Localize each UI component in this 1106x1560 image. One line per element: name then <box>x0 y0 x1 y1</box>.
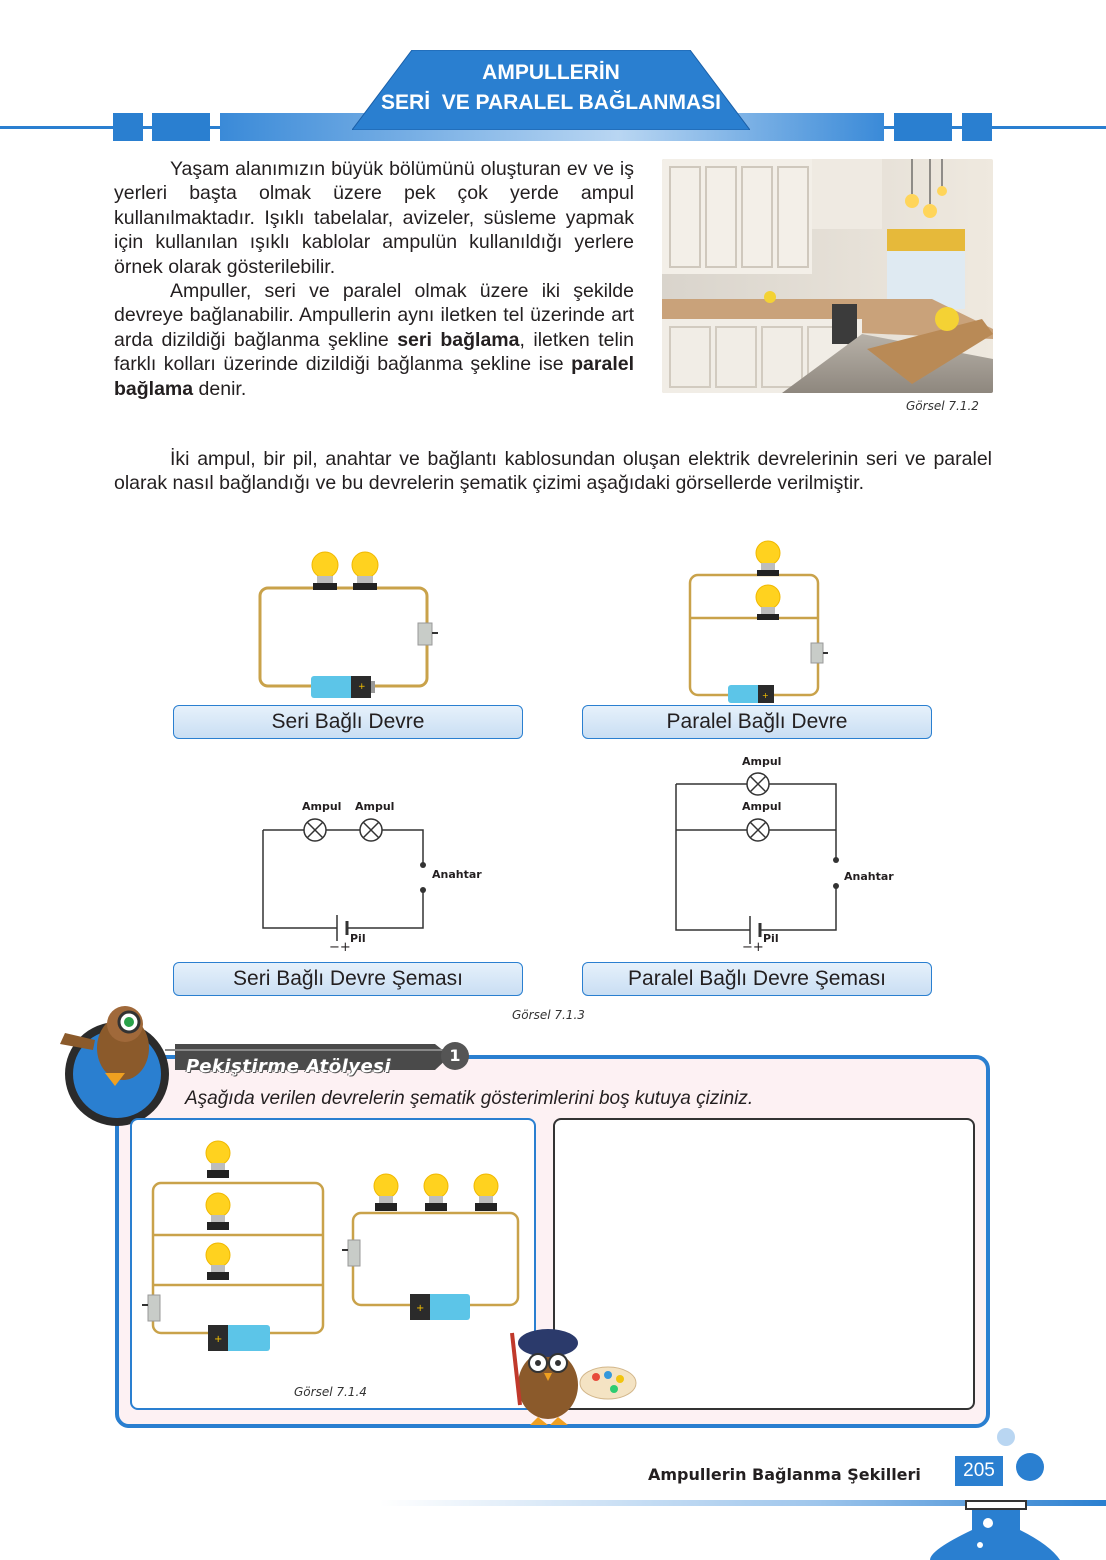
schema-label-anahtar: Anahtar <box>844 870 894 883</box>
page-title-line2: SERİ VE PARALEL BAĞLANMASI <box>381 91 721 114</box>
ampul-symbol <box>303 818 383 842</box>
workshop-banner <box>60 1006 450 1126</box>
schema-label-pil: Pil <box>350 932 366 945</box>
svg-text:+: + <box>214 1334 222 1345</box>
schema-label-ampul: Ampul <box>302 800 342 813</box>
flask-decoration-icon <box>930 1428 1060 1560</box>
schema-label-anahtar: Anahtar <box>432 868 482 881</box>
header-block <box>894 113 952 141</box>
workshop-parallel-circuit: + <box>142 1140 325 1351</box>
schema-polarity: −+ <box>329 940 351 955</box>
header-block <box>962 113 992 141</box>
kitchen-photo <box>662 159 993 393</box>
label-series-circuit: Seri Bağlı Devre <box>173 705 523 739</box>
series-schematic <box>262 818 426 941</box>
workshop-series-circuit: + <box>342 1173 520 1320</box>
page-title-line1: AMPULLERİN <box>482 61 620 84</box>
label-parallel-schema: Paralel Bağlı Devre Şeması <box>582 962 932 996</box>
header-block <box>113 113 143 141</box>
bulb-icon <box>755 584 781 620</box>
bulb-icon <box>473 1173 499 1211</box>
intro-paragraph-1: Yaşam alanımızın büyük bölümünü oluştura… <box>114 158 634 278</box>
workshop-drawing-box[interactable] <box>553 1118 975 1410</box>
workshop-caption: Görsel 7.1.4 <box>294 1385 367 1399</box>
schema-polarity: −+ <box>742 940 764 955</box>
photo-caption: Görsel 7.1.2 <box>906 399 979 413</box>
svg-text:+: + <box>416 1303 424 1314</box>
workshop-instruction: Aşağıda verilen devrelerin şematik göste… <box>185 1088 754 1109</box>
owl-mascot-icon <box>60 1006 149 1086</box>
page-number: 205 <box>955 1456 1003 1486</box>
schema-label-ampul: Ampul <box>742 755 782 768</box>
label-parallel-circuit: Paralel Bağlı Devre <box>582 705 932 739</box>
schema-label-pil: Pil <box>763 932 779 945</box>
bulb-icon <box>205 1242 231 1280</box>
workshop-number-badge: 1 <box>441 1042 469 1070</box>
header-title-banner <box>352 50 750 130</box>
workshop-title: Pekiştirme Atölyesi <box>186 1056 392 1077</box>
workshop-circuits-box <box>130 1118 536 1410</box>
bulb-icon <box>311 551 339 590</box>
header-block <box>152 113 210 141</box>
bulb-icon <box>373 1173 399 1211</box>
bulb-icon <box>205 1140 231 1178</box>
bulb-icon <box>205 1192 231 1230</box>
bulb-icon <box>423 1173 449 1211</box>
series-circuit-photo: + <box>258 551 438 698</box>
intro-text-full: İki ampul, bir pil, anahtar ve bağlantı … <box>114 447 992 496</box>
term-series: seri bağlama <box>397 328 520 351</box>
intro-paragraph-3: İki ampul, bir pil, anahtar ve bağlantı … <box>114 448 992 495</box>
svg-text:+: + <box>762 691 769 700</box>
bulb-icon <box>351 551 379 590</box>
ampul-symbol <box>746 772 770 842</box>
parallel-circuit-photo: + <box>688 540 828 703</box>
footer-chapter-title: Ampullerin Bağlanma Şekilleri <box>648 1465 921 1484</box>
svg-text:+: + <box>358 682 366 692</box>
intro-text-column: Yaşam alanımızın büyük bölümünü oluştura… <box>114 157 634 401</box>
painter-owl-icon <box>510 1329 637 1425</box>
footer-rule <box>380 1500 1106 1506</box>
page-title: AMPULLERİN SERİ VE PARALEL BAĞLANMASI <box>352 58 750 118</box>
label-series-schema: Seri Bağlı Devre Şeması <box>173 962 523 996</box>
schema-label-ampul: Ampul <box>742 800 782 813</box>
figure-caption: Görsel 7.1.3 <box>512 1008 585 1022</box>
term-parallel: paralel bağlama <box>114 353 634 400</box>
bulb-icon <box>755 540 781 576</box>
intro-paragraph-2: Ampuller, seri ve paralel olmak üzere ik… <box>114 280 634 400</box>
schema-label-ampul: Ampul <box>355 800 395 813</box>
parallel-schematic <box>675 772 839 944</box>
